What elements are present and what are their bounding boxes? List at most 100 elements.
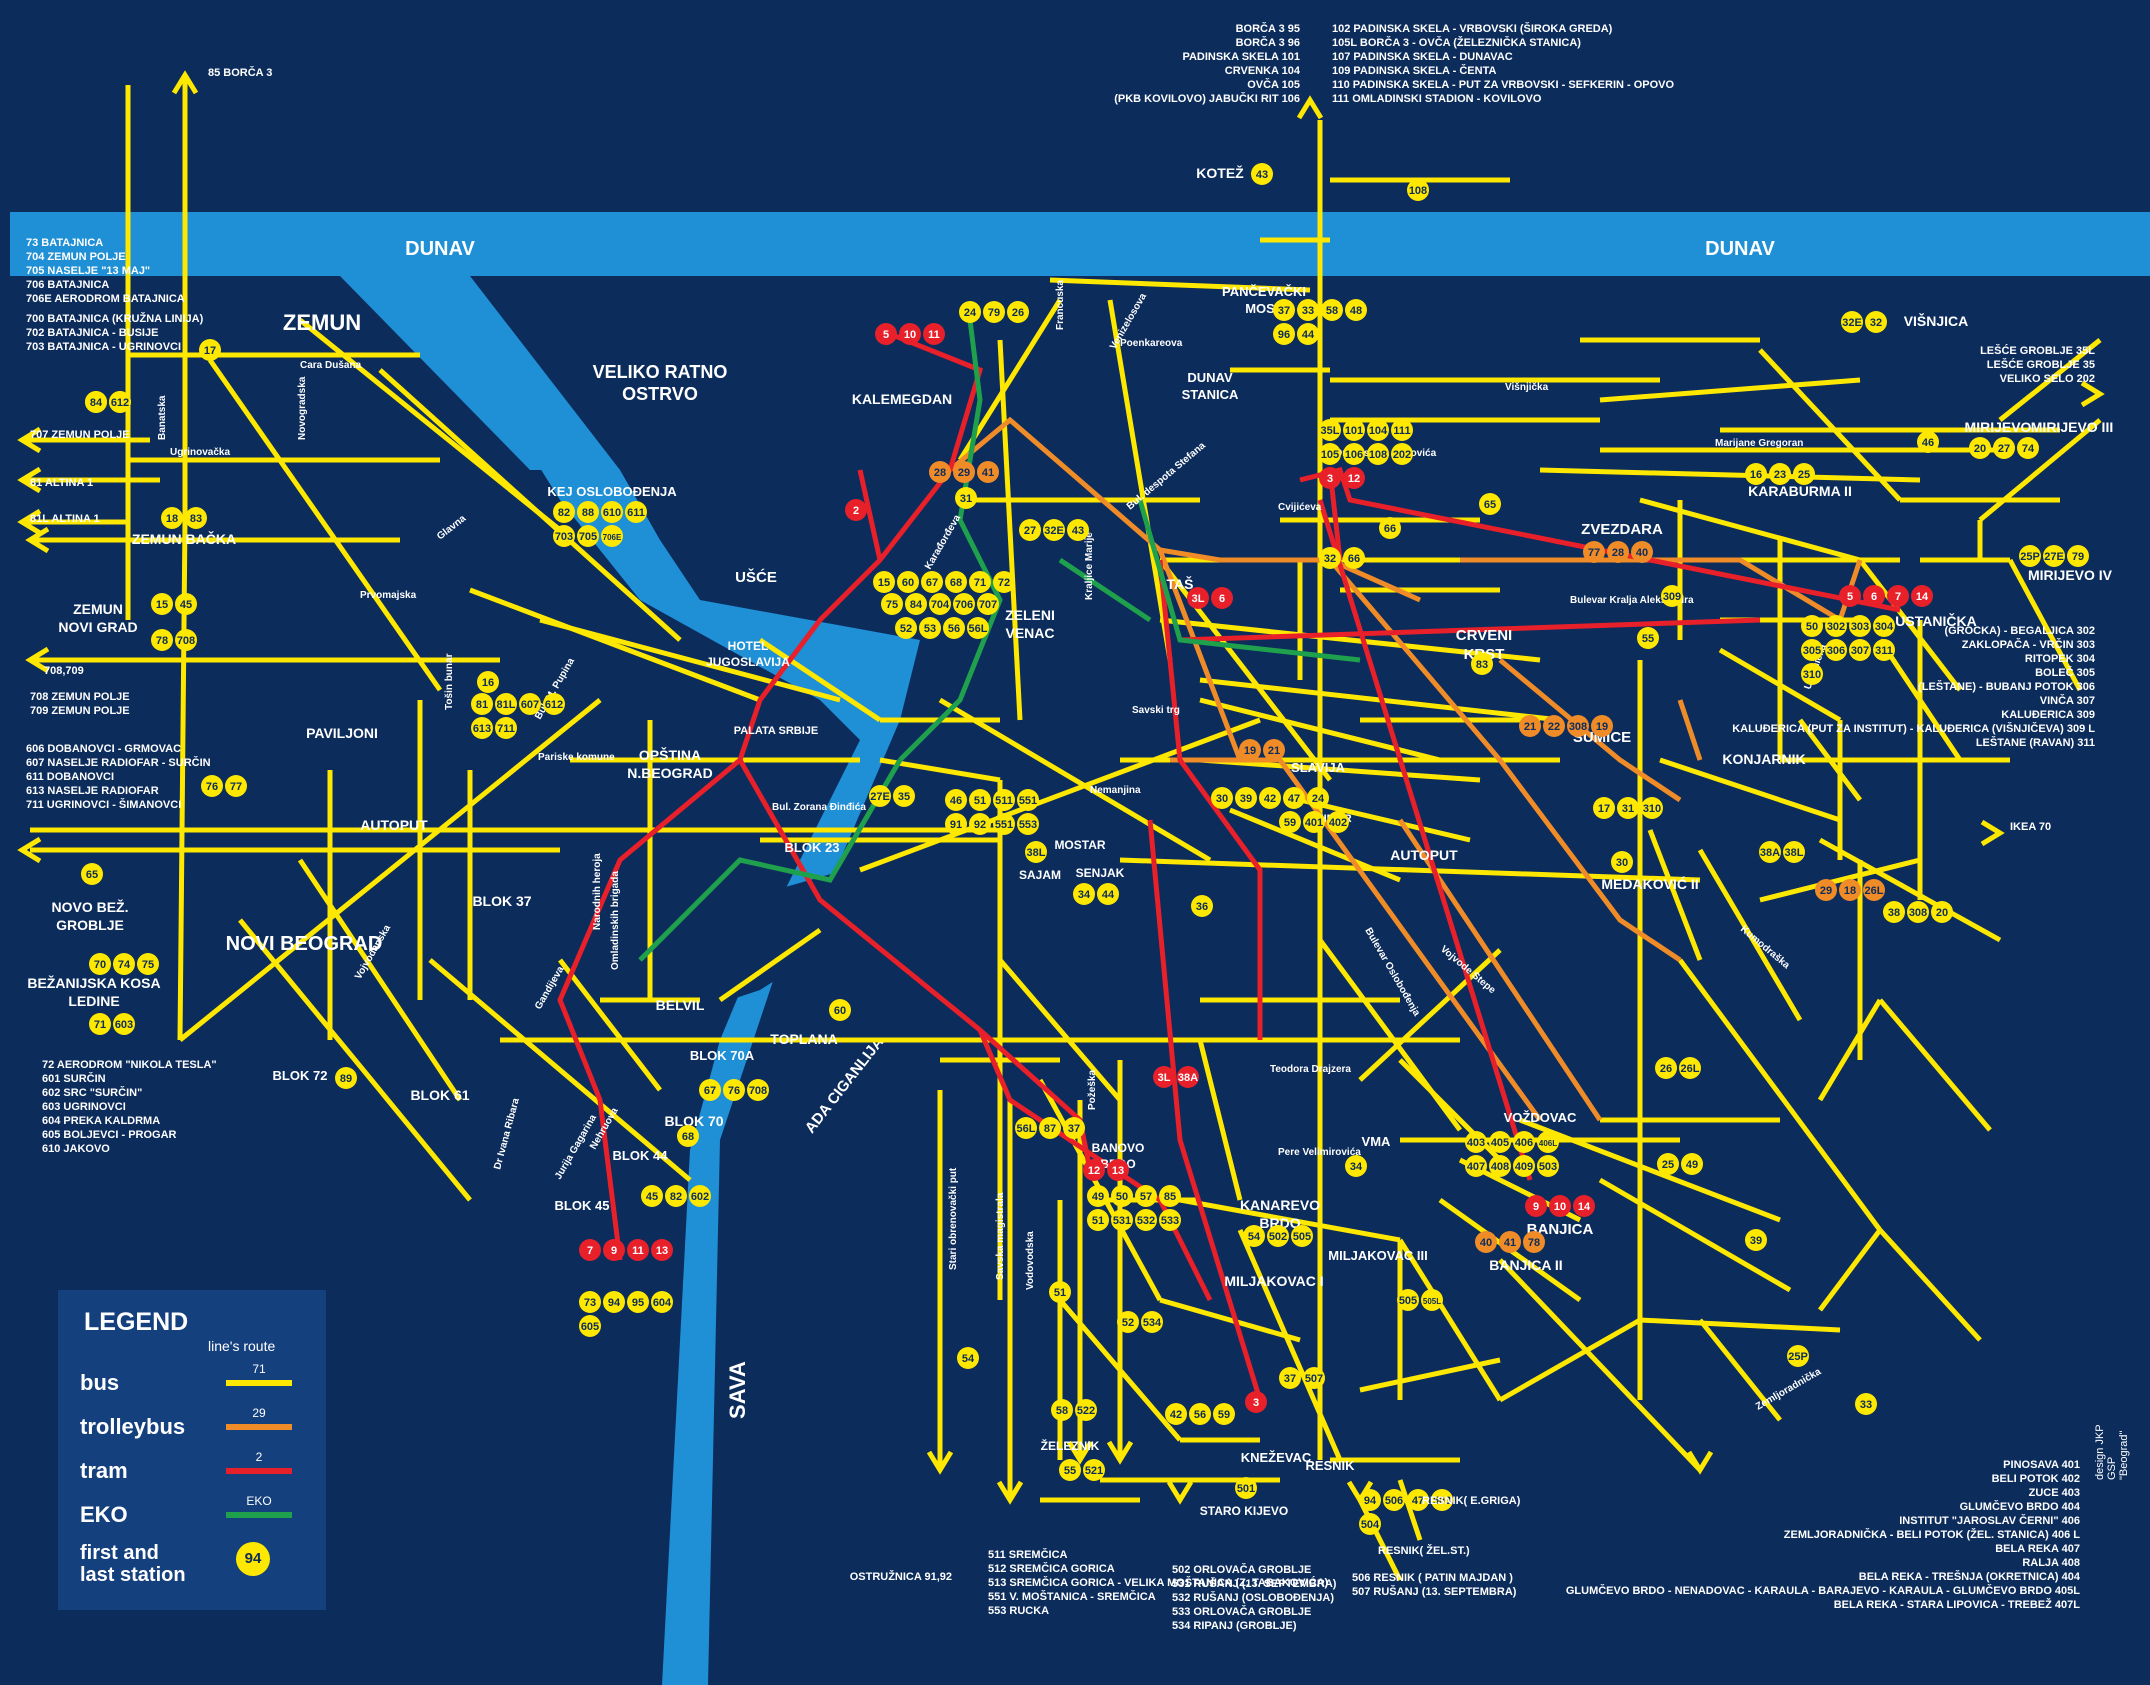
terminus-station-s1[interactable]: 17	[199, 339, 221, 361]
terminus-station-s43[interactable]: 65	[1479, 493, 1501, 515]
station-line-number: 96	[1278, 329, 1290, 341]
terminus-station-s22[interactable]: 31	[955, 487, 977, 509]
station-circle-icon	[1865, 311, 1887, 333]
terminus-station-s20[interactable]: 2	[845, 499, 867, 521]
terminus-station-s47[interactable]: 83	[1471, 653, 1493, 675]
terminus-station-s73[interactable]: 3	[1245, 1391, 1267, 1413]
terminus-station-s69[interactable]: 34	[1345, 1155, 1367, 1177]
terminus-station-s39[interactable]: 43	[1251, 163, 1273, 185]
terminus-station-s57[interactable]: 30	[1611, 851, 1633, 873]
terminus-station-s31[interactable]: 36	[1191, 895, 1213, 917]
dunav-stanica-label: DUNAV	[1187, 370, 1233, 385]
terminus-station-s45[interactable]: 309	[1661, 585, 1683, 607]
terminus-station-s66[interactable]: 39	[1745, 1229, 1767, 1251]
terminus-station-s50[interactable]: 46	[1917, 431, 1939, 453]
terminus-station-s42[interactable]: 66	[1379, 517, 1401, 539]
terminus-station-s29[interactable]: 38L	[1025, 841, 1047, 863]
terminus-station-s11[interactable]: 89	[335, 1067, 357, 1089]
station-circle-icon	[1043, 519, 1065, 541]
route-list-entry: CRVENKA 104	[1225, 65, 1301, 77]
miljakovac1-label: MILJAKOVAC I	[1224, 1273, 1323, 1289]
terminus-station-s15[interactable]: 68	[677, 1125, 699, 1147]
terminus-station-s68[interactable]: 25P	[1787, 1345, 1809, 1367]
terminus-station-s75[interactable]: 501	[1235, 1477, 1257, 1499]
route-list-entry: 513 SREMČICA GORICA - VELIKA MOŠTANICA (…	[988, 1576, 1329, 1589]
terminus-station-s83[interactable]: 54	[957, 1347, 979, 1369]
station-circle-icon	[1593, 797, 1615, 819]
terminus-station-s84[interactable]: 51	[1049, 1281, 1071, 1303]
terminus-station-s67[interactable]: 33	[1855, 1393, 1877, 1415]
terminus-station-s46[interactable]: 55	[1637, 627, 1659, 649]
station-circle-icon	[1745, 463, 1767, 485]
route-direction-arrow-icon	[1066, 1440, 1094, 1465]
terminus-station-s6[interactable]: 16	[477, 671, 499, 693]
terminus-station-s40[interactable]: 108	[1407, 179, 1429, 201]
station-line-number: 52	[1122, 1317, 1134, 1329]
station-line-number: 406	[1515, 1137, 1533, 1149]
route-list-entry: (GROCKA) - BEGALJICA 302	[1944, 625, 2095, 637]
terminus-station-s8[interactable]: 65	[81, 863, 103, 885]
terminus-station-s17[interactable]: 60	[829, 999, 851, 1021]
